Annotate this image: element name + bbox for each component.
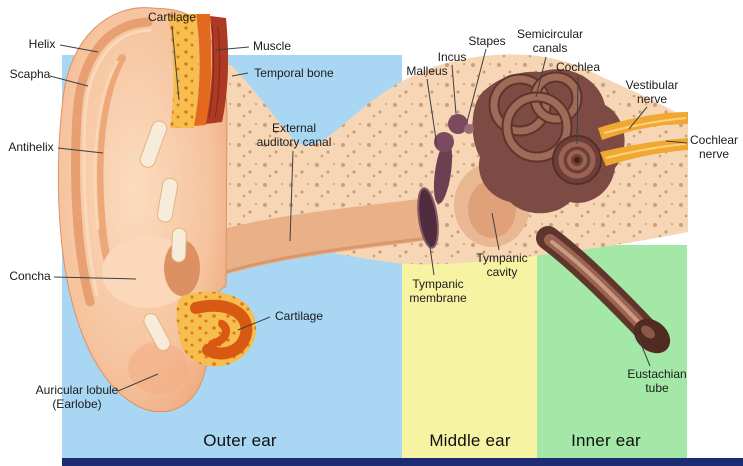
- stapes: [464, 124, 474, 134]
- malleus: [433, 140, 453, 204]
- label-external-canal: External auditory canal: [256, 120, 332, 149]
- label-concha: Concha: [9, 268, 51, 283]
- leader-concha: [53, 276, 137, 280]
- label-scapha: Scapha: [9, 66, 51, 81]
- cochlear-nerve-band: [600, 138, 688, 166]
- tympanic-membrane: [417, 187, 439, 249]
- leader-tympanic-cavity: [491, 212, 500, 251]
- leader-auricular-lobule: [117, 373, 159, 392]
- label-stapes: Stapes: [468, 33, 506, 48]
- leader-cartilage-top: [171, 25, 180, 101]
- cartilage-capsules: [139, 120, 187, 351]
- eustachian-tube: [536, 226, 671, 354]
- label-malleus: Malleus: [406, 63, 448, 78]
- leader-tympanic-membrane: [428, 239, 435, 276]
- semicircular-canals: [488, 71, 583, 163]
- label-muscle: Muscle: [252, 38, 292, 53]
- label-tympanic-cavity: Tympanic cavity: [476, 250, 528, 279]
- label-vestibular-nerve: Vestibular nerve: [625, 77, 679, 106]
- label-auricular-lobule: Auricular lobule (Earlobe): [35, 382, 119, 411]
- nerve-bands: [598, 112, 688, 166]
- ossicles: [417, 114, 474, 249]
- vestibular-nerve-band: [598, 112, 688, 140]
- leader-lines: [49, 25, 688, 392]
- leader-semicircular: [535, 56, 547, 98]
- label-cochlear-nerve: Cochlear nerve: [689, 132, 739, 161]
- label-cochlea: Cochlea: [555, 59, 601, 74]
- label-semicircular: Semicircular canals: [516, 26, 584, 55]
- leader-cartilage-lower: [237, 316, 271, 331]
- label-temporal-bone: Temporal bone: [254, 65, 334, 80]
- leader-scapha: [49, 75, 89, 87]
- helix-ridge: [71, 17, 153, 307]
- earlobe-shading: [128, 342, 188, 394]
- inner-ear-region: [537, 245, 687, 458]
- malleus-head: [434, 132, 454, 152]
- leader-antihelix: [57, 147, 104, 154]
- leader-helix: [59, 44, 99, 53]
- leader-vestibular-nerve: [628, 106, 648, 130]
- label-helix: Helix: [28, 36, 56, 51]
- incus: [448, 114, 468, 134]
- label-incus: Incus: [437, 49, 467, 64]
- leader-cochlear-nerve: [665, 140, 688, 144]
- bottom-bar: [62, 458, 743, 466]
- label-tympanic-membrane: Tympanic membrane: [409, 276, 467, 305]
- label-antihelix: Antihelix: [8, 139, 54, 154]
- cartilage-lower-swirl: [176, 291, 257, 367]
- region-label-outer-ear: Outer ear: [203, 431, 277, 450]
- leader-temporal-bone: [231, 72, 249, 77]
- leader-incus: [451, 64, 457, 115]
- region-label-middle-ear: Middle ear: [429, 431, 511, 450]
- region-label-inner-ear: Inner ear: [571, 431, 641, 450]
- leader-eustachian: [636, 333, 651, 367]
- leader-muscle: [215, 46, 250, 51]
- inner-ear-labyrinth: [472, 69, 625, 214]
- cartilage-top-band: [168, 14, 229, 128]
- leader-external-canal: [289, 150, 294, 242]
- leader-stapes: [466, 48, 487, 123]
- label-cartilage-lower: Cartilage: [274, 308, 324, 323]
- leader-malleus: [426, 78, 438, 147]
- label-cartilage-top: Cartilage: [147, 9, 197, 24]
- label-eustachian-tube: Eustachian tube: [627, 366, 687, 395]
- leader-cochlea: [576, 75, 579, 145]
